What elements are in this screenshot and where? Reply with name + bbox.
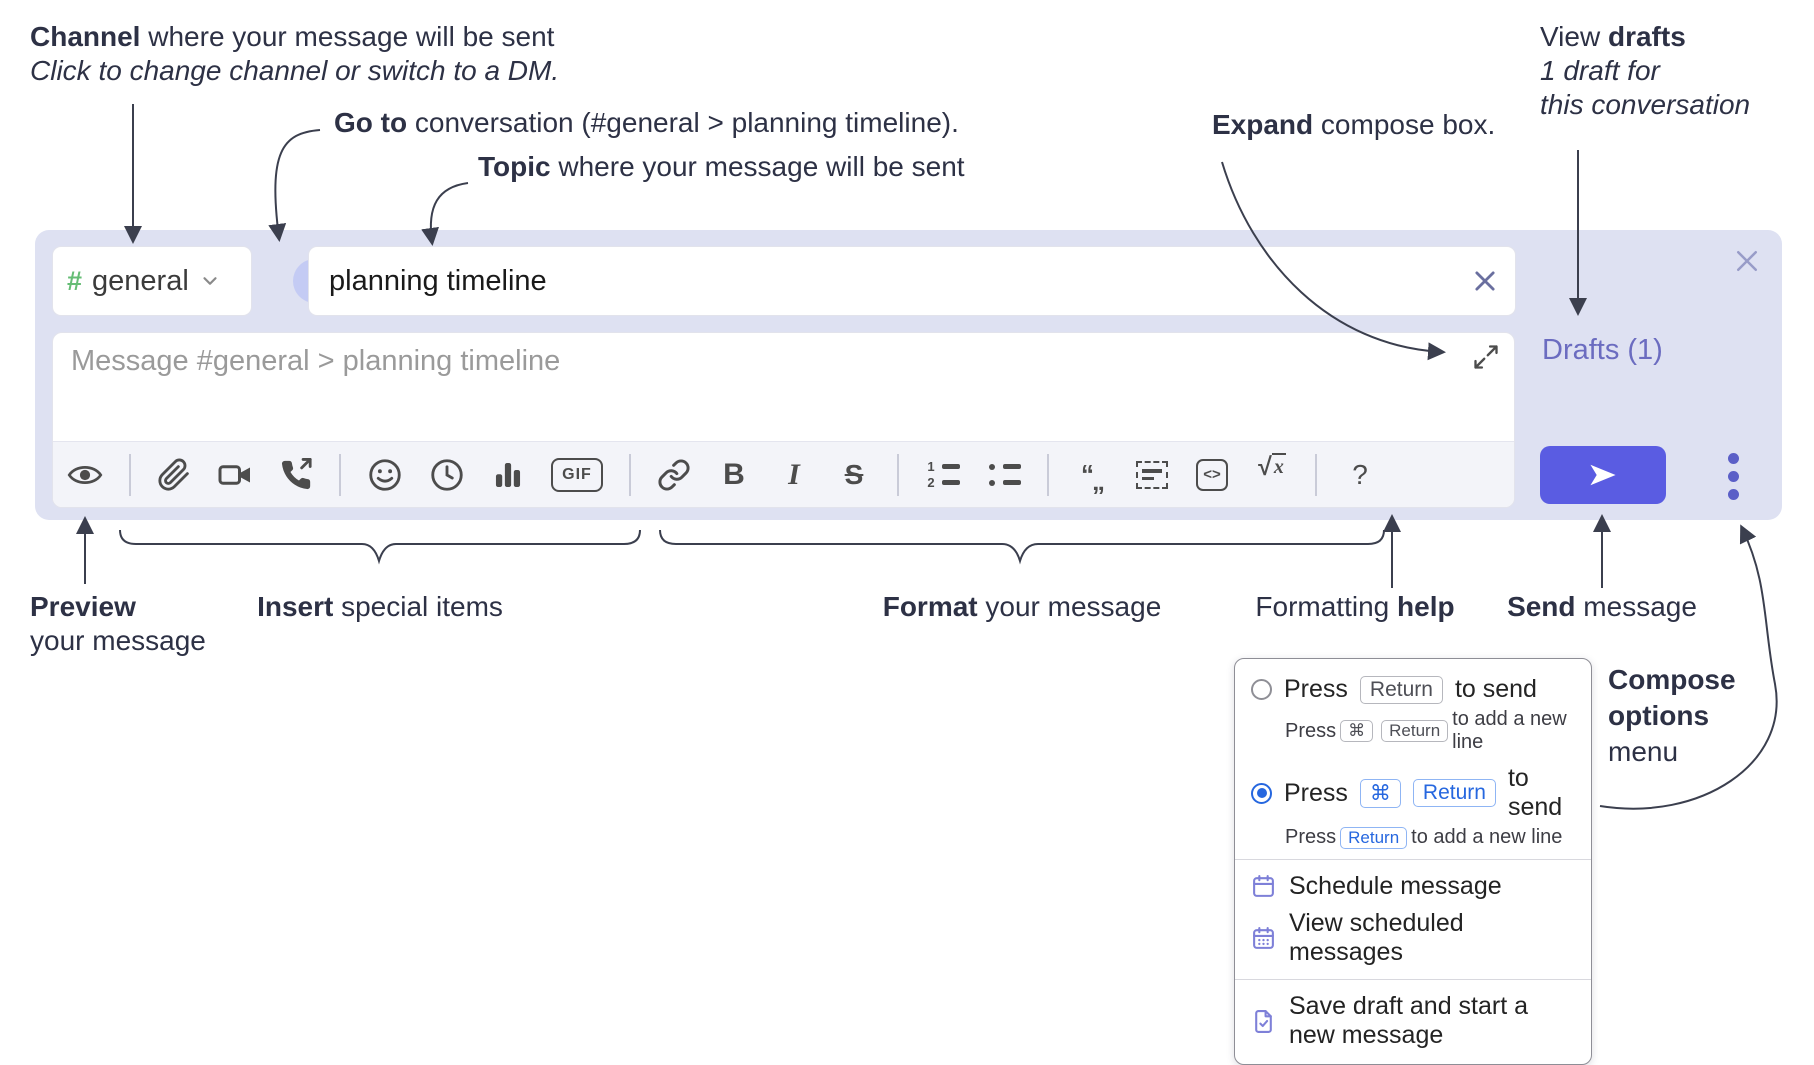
option-cmd-return-to-send[interactable]: Press ⌘ Return to send	[1251, 764, 1575, 822]
toolbar-divider	[897, 453, 899, 496]
radio-selected[interactable]	[1251, 782, 1272, 804]
paper-plane-icon	[1590, 464, 1616, 486]
add-global-time-button[interactable]	[429, 453, 465, 497]
quote-button[interactable]: “„	[1081, 459, 1105, 496]
radio-unselected[interactable]	[1251, 679, 1272, 700]
calendar-dots-icon	[1253, 926, 1274, 949]
gif-badge: GIF	[551, 457, 603, 492]
topic-input[interactable]	[309, 264, 1463, 298]
toolbar-divider	[129, 453, 131, 496]
schedule-message-item[interactable]: Schedule message	[1251, 868, 1575, 905]
add-gif-button[interactable]: GIF	[551, 453, 603, 497]
video-camera-icon	[218, 464, 250, 485]
annotation-send: Send message	[1507, 591, 1697, 622]
close-compose-button[interactable]	[1728, 242, 1766, 280]
annotation-preview: Preview your message	[30, 591, 206, 656]
option-cmd-return-subtext: Press Return to add a new line	[1285, 826, 1563, 849]
annotation-go-to: Go to conversation (#general > planning …	[334, 107, 959, 138]
ellipsis-dot	[1727, 470, 1739, 482]
chevron-down-icon	[203, 277, 217, 285]
ellipsis-dot	[1727, 452, 1739, 464]
numbered-list-button[interactable]: 1 2	[925, 453, 960, 497]
annotation-format: Format your message	[882, 591, 1162, 622]
annotation-formatting-help: Formatting help	[1255, 591, 1455, 622]
clock-icon	[431, 458, 463, 491]
preview-eye-button[interactable]	[67, 453, 103, 497]
video-call-button[interactable]	[217, 453, 253, 497]
numbered-list-icon: 1 2	[925, 460, 960, 489]
audio-call-button[interactable]	[279, 453, 313, 497]
bold-button[interactable]: B	[723, 457, 745, 491]
popup-divider	[1235, 859, 1591, 860]
save-draft-new-message-item[interactable]: Save draft and start a new message	[1251, 988, 1575, 1054]
clear-topic-button[interactable]	[1463, 259, 1507, 303]
brace-insert	[119, 529, 641, 565]
ellipsis-dot	[1727, 488, 1739, 500]
message-input[interactable]	[53, 333, 1514, 437]
view-scheduled-messages-item[interactable]: View scheduled messages	[1251, 905, 1575, 971]
code-button[interactable]: <>	[1195, 453, 1229, 497]
strikethrough-button[interactable]: S	[844, 458, 864, 490]
toolbar-divider	[1315, 453, 1317, 496]
toolbar-divider	[629, 453, 631, 496]
arrow-go-to	[268, 129, 321, 242]
popup-divider	[1235, 979, 1591, 980]
annotation-compose-options: Compose options menu	[1608, 664, 1736, 767]
channel-selector[interactable]: # general	[52, 246, 252, 316]
code-icon: <>	[1196, 458, 1228, 491]
spoiler-button[interactable]	[1135, 453, 1169, 497]
compose-box: # general	[35, 230, 1782, 520]
expand-compose-button[interactable]	[1472, 343, 1502, 373]
channel-name: general	[92, 264, 189, 297]
message-box: GIF B I S 1 2	[52, 332, 1515, 508]
paperclip-icon	[158, 458, 189, 491]
send-button[interactable]	[1540, 446, 1666, 504]
option-return-subtext: Press ⌘ Return to add a new line	[1285, 708, 1567, 753]
math-latex-button[interactable]: √x	[1258, 452, 1286, 481]
compose-options-menu-button[interactable]	[1715, 448, 1751, 504]
link-button[interactable]	[657, 453, 691, 497]
x-icon	[1475, 271, 1495, 291]
emoji-button[interactable]	[367, 453, 403, 497]
compose-toolbar: GIF B I S 1 2	[53, 441, 1514, 507]
smiley-icon	[369, 458, 401, 491]
close-icon	[1737, 251, 1757, 271]
key-return: Return	[1359, 675, 1443, 704]
key-cmd: ⌘	[1340, 720, 1374, 742]
annotation-view-drafts: View drafts 1 draft for this conversatio…	[1540, 21, 1751, 120]
italic-button[interactable]: I	[788, 457, 800, 491]
annotation-insert: Insert special items	[257, 591, 503, 622]
message-formatting-help-button[interactable]: ?	[1352, 458, 1368, 490]
annotation-topic: Topic where your message will be sent	[478, 151, 965, 182]
topic-input-wrap	[308, 246, 1516, 316]
bulleted-list-icon	[986, 461, 1021, 489]
annotation-channel: Channel where your message will be sent …	[30, 21, 560, 86]
option-return-to-send[interactable]: Press Return to send	[1251, 675, 1575, 704]
key-return: Return	[1340, 826, 1408, 849]
bulleted-list-button[interactable]	[986, 453, 1021, 497]
toolbar-divider	[339, 453, 341, 496]
key-return: Return	[1412, 779, 1496, 807]
diagonal-expand-icon	[1474, 345, 1498, 369]
spoiler-icon	[1136, 460, 1168, 489]
add-poll-button[interactable]	[491, 453, 525, 497]
drafts-link[interactable]: Drafts (1)	[1542, 334, 1663, 366]
key-cmd: ⌘	[1359, 778, 1401, 808]
brace-format	[659, 529, 1385, 565]
calendar-icon	[1253, 875, 1274, 897]
key-return: Return	[1381, 720, 1449, 742]
channel-hash-icon: #	[67, 265, 83, 296]
document-check-icon	[1255, 1009, 1272, 1033]
chain-link-icon	[658, 459, 690, 490]
phone-outgoing-icon	[281, 457, 312, 489]
bar-chart-icon	[495, 462, 521, 487]
annotation-expand: Expand compose box.	[1212, 109, 1496, 140]
attach-file-button[interactable]	[157, 453, 191, 497]
toolbar-divider	[1047, 453, 1049, 496]
compose-options-popup: Press Return to send Press ⌘ Return to a…	[1234, 658, 1592, 1065]
